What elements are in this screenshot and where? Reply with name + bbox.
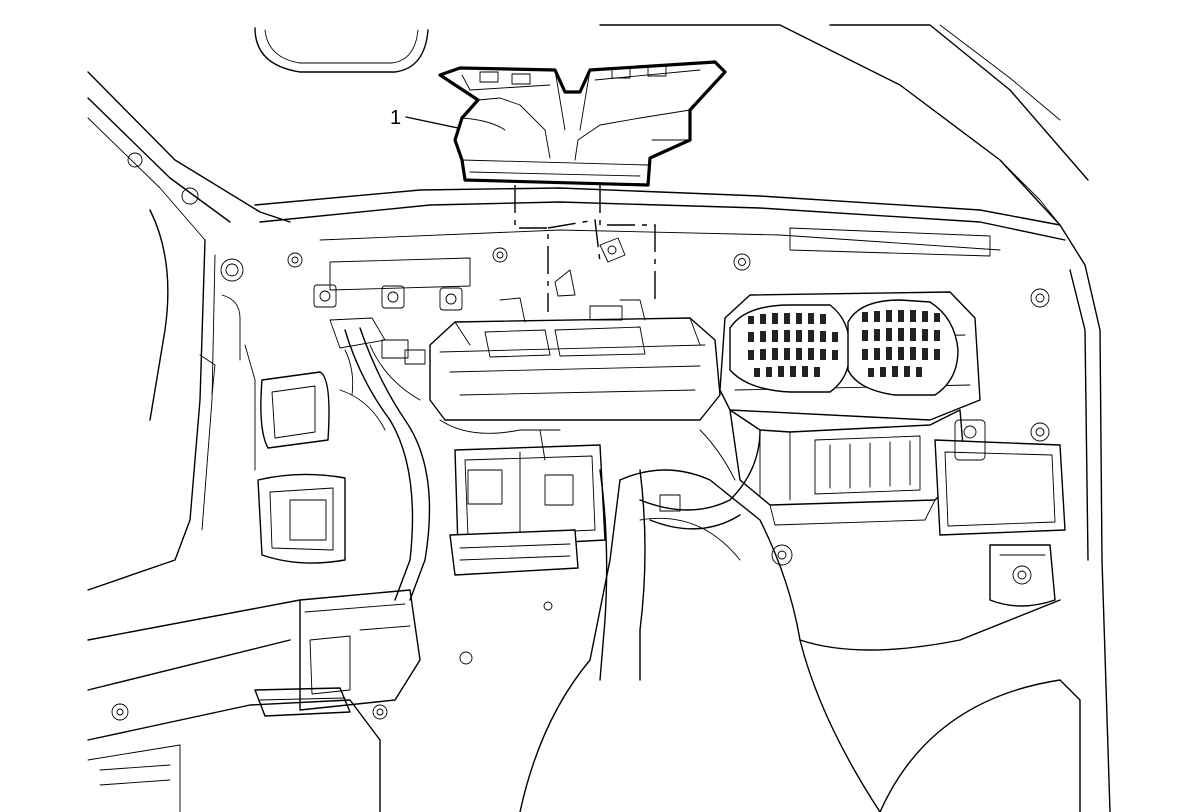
body-structure [87,24,1111,812]
installation-guide-lines [514,185,656,312]
callout-1-label: 1 [390,107,401,129]
defroster-duct [438,60,727,187]
callout-1: 1 [390,107,459,129]
callout-1-leader-line [405,116,459,129]
center-ducts-and-wiring [111,237,761,721]
hvac-module [429,291,1066,607]
blower-grille-left [729,304,851,393]
blower-grille-right [847,299,959,396]
